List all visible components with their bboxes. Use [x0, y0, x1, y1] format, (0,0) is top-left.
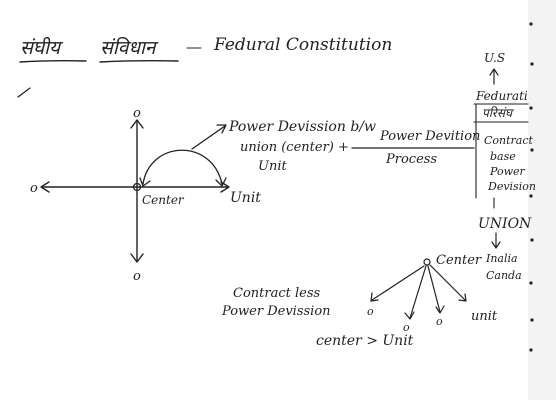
contract-less-line-1: Contract less [233, 286, 320, 301]
tree-root-node [423, 258, 431, 266]
title-hindi-part1: संघीय [20, 36, 64, 59]
branch-1-arrowhead [370, 292, 379, 302]
top-node-label: o [133, 106, 141, 121]
page-edge [528, 0, 556, 400]
branch-4-arrowhead [458, 293, 467, 302]
us-arrowhead [489, 68, 499, 76]
title-hindi-part2: संविधान [100, 36, 159, 59]
leaf-node-1: o [367, 305, 374, 318]
title-english: Fedural Constitution [213, 35, 392, 55]
right-line-2: परिसंघ [482, 106, 515, 120]
power-division-line-2: union (center) + [240, 140, 349, 155]
title-underline-2 [99, 59, 179, 63]
center-unit-tree: Center o o o unit Contract less Power De… [221, 253, 498, 349]
process-line-1: Power Devition [379, 129, 480, 144]
page-title: संघीय संविधान — Fedural Constitution [19, 35, 392, 63]
union-arrowhead [491, 241, 501, 249]
branch-4 [429, 264, 466, 301]
right-line-3: Contract [484, 134, 534, 147]
union-label: UNION [478, 216, 532, 232]
process-line-2: Process [385, 152, 437, 167]
right-line-1: Fedurati [475, 89, 528, 103]
stray-mark [17, 87, 31, 98]
process-block: Power Devition Process [351, 129, 480, 167]
right-column: U.S Fedurati परिसंघ Contract base Power … [473, 51, 536, 282]
pointer-arrow [191, 125, 226, 150]
right-line-4: base [490, 150, 516, 163]
leaf-node-2: o [403, 321, 410, 334]
right-line-5: Power [489, 165, 526, 178]
tree-unit-label: unit [471, 309, 498, 324]
power-division-line-3: Unit [258, 159, 287, 174]
branch-3 [427, 265, 441, 313]
curved-arrowhead-right [215, 177, 227, 187]
center-label: Center [142, 193, 185, 207]
axis-arrow-up [130, 119, 144, 129]
bottom-node-label: o [133, 269, 141, 284]
pointer-arrowhead [216, 124, 227, 134]
federal-axis-diagram: o o o Center Unit Power Devission b/w un… [30, 106, 376, 284]
curved-arrowhead-left [139, 177, 151, 187]
branch-2-arrowhead [404, 311, 415, 320]
unit-label: Unit [230, 190, 261, 206]
branch-1 [371, 265, 425, 301]
right-line-6: Devision [487, 180, 536, 193]
leaf-node-3: o [436, 315, 443, 328]
tree-center-label: Center [436, 253, 482, 268]
axis-arrow-left [40, 181, 50, 193]
center-unit-footer: center > Unit [316, 333, 414, 349]
us-label: U.S [484, 51, 505, 65]
binding-marks [529, 22, 534, 352]
center-node [132, 182, 142, 192]
contract-less-line-2: Power Devission [221, 304, 331, 319]
india-line-1: Inalia [485, 252, 518, 265]
axis-arrow-down [130, 253, 144, 263]
title-underline-1 [19, 59, 87, 63]
curved-arrow [142, 149, 223, 185]
title-dash: — [186, 37, 202, 56]
branch-3-arrowhead [435, 305, 445, 314]
india-line-2: Canda [486, 269, 522, 282]
power-division-line-1: Power Devission b/w [228, 119, 376, 135]
branch-2 [409, 265, 427, 319]
left-node-label: o [30, 181, 38, 196]
